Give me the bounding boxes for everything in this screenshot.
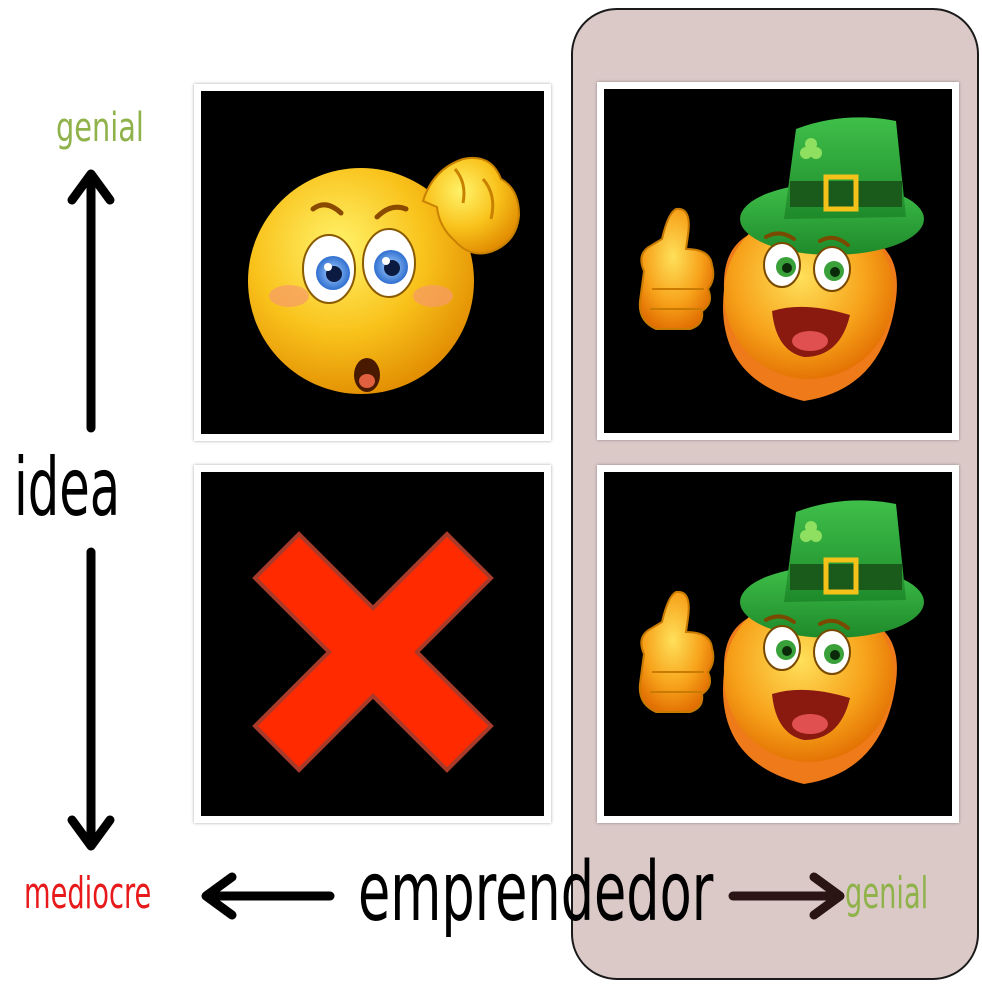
x-axis-left-label: mediocre <box>24 868 152 919</box>
confused-emoji-icon <box>248 157 521 394</box>
x-axis-right-label: genial <box>845 868 929 919</box>
quadrant-bottom-left <box>194 465 551 823</box>
arrow-left <box>201 872 335 920</box>
quadrant-top-right <box>597 82 959 440</box>
arrow-up <box>67 169 115 433</box>
quadrant-bottom-right <box>597 465 959 823</box>
leprechaun-thumbs-up-emoji-icon <box>638 117 924 401</box>
y-axis-label: idea <box>14 441 121 534</box>
quadrant-top-left <box>194 84 551 441</box>
arrow-down <box>67 547 115 851</box>
leprechaun-thumbs-up-emoji-icon <box>638 500 924 784</box>
red-x-icon <box>252 531 494 773</box>
x-axis-label: emprendedor <box>358 845 714 940</box>
y-axis-top-label: genial <box>56 105 144 151</box>
